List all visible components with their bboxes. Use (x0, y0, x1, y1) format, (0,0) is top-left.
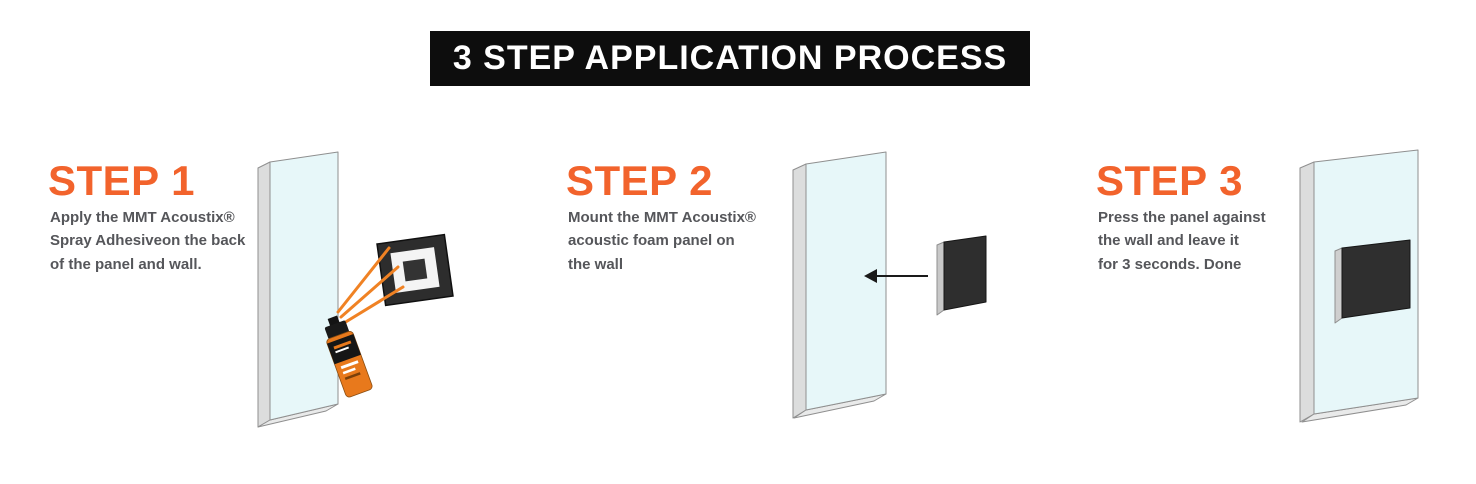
step-3-description: Press the panel against the wall and lea… (1098, 209, 1266, 273)
step-2-heading: STEP 2 (566, 157, 713, 204)
spray-lines-icon (336, 246, 405, 325)
wall-panel-icon (257, 151, 339, 428)
foam-tile-icon (376, 233, 454, 307)
arrow-left-icon (864, 269, 928, 283)
wall-panel-icon (792, 151, 887, 419)
spray-can-icon (324, 315, 373, 398)
mounted-foam-panel-icon (1334, 239, 1411, 324)
step-1-illustration (257, 151, 454, 428)
step-1-description: Apply the MMT Acoustix® Spray Adhesiveon… (50, 209, 246, 273)
page-title: 3 STEP APPLICATION PROCESS (452, 39, 1008, 77)
step-1-heading: STEP 1 (48, 157, 195, 204)
foam-panel-icon (936, 235, 987, 316)
step-2-illustration (792, 151, 987, 419)
step-3-illustration (1299, 149, 1419, 423)
step-2-description: Mount the MMT Acoustix® acoustic foam pa… (568, 209, 756, 273)
step-3-heading: STEP 3 (1096, 157, 1243, 204)
title-banner: 3 STEP APPLICATION PROCESS (430, 31, 1030, 86)
